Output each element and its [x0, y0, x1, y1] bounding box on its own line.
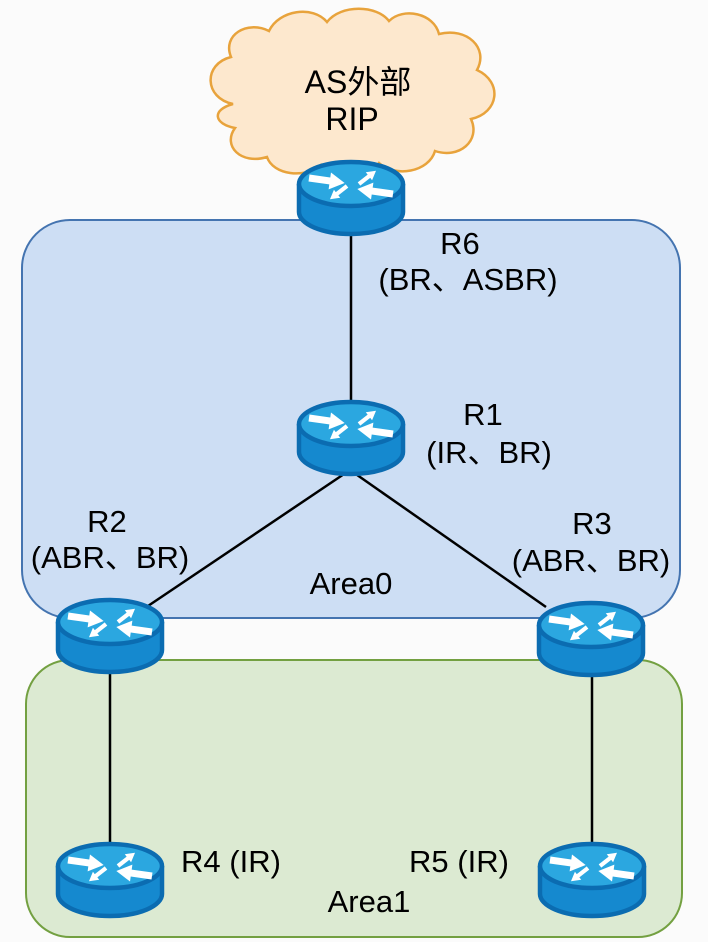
router-r2-label: R2: [87, 504, 127, 539]
cloud-label-line1: AS外部: [305, 64, 412, 100]
router-r1-label: R1: [463, 397, 503, 432]
router-r3-roles: (ABR、BR): [512, 543, 670, 578]
router-r3-label: R3: [572, 506, 612, 541]
cloud-label-line2: RIP: [325, 101, 378, 137]
area1-label: Area1: [328, 884, 411, 919]
router-r4-label: R4 (IR): [181, 844, 281, 879]
router-r1-roles: (IR、BR): [426, 435, 552, 470]
router-r6-label: R6: [440, 226, 480, 261]
router-r5-label: R5 (IR): [409, 844, 509, 879]
router-r3-icon: [539, 603, 643, 675]
link-r1-r2: [144, 468, 351, 610]
router-r6-roles: (BR、ASBR): [378, 262, 557, 297]
router-r4-icon: [58, 844, 162, 916]
router-r6-icon: [299, 162, 403, 234]
as-external-cloud-shape: [209, 7, 496, 178]
router-r2-icon: [58, 600, 162, 672]
router-r2-roles: (ABR、BR): [31, 540, 189, 575]
link-r1-r3: [349, 468, 547, 609]
area0-label: Area0: [310, 566, 393, 601]
area1-region: [25, 659, 683, 938]
router-r5-icon: [540, 844, 644, 916]
router-r1-icon: [299, 402, 403, 474]
